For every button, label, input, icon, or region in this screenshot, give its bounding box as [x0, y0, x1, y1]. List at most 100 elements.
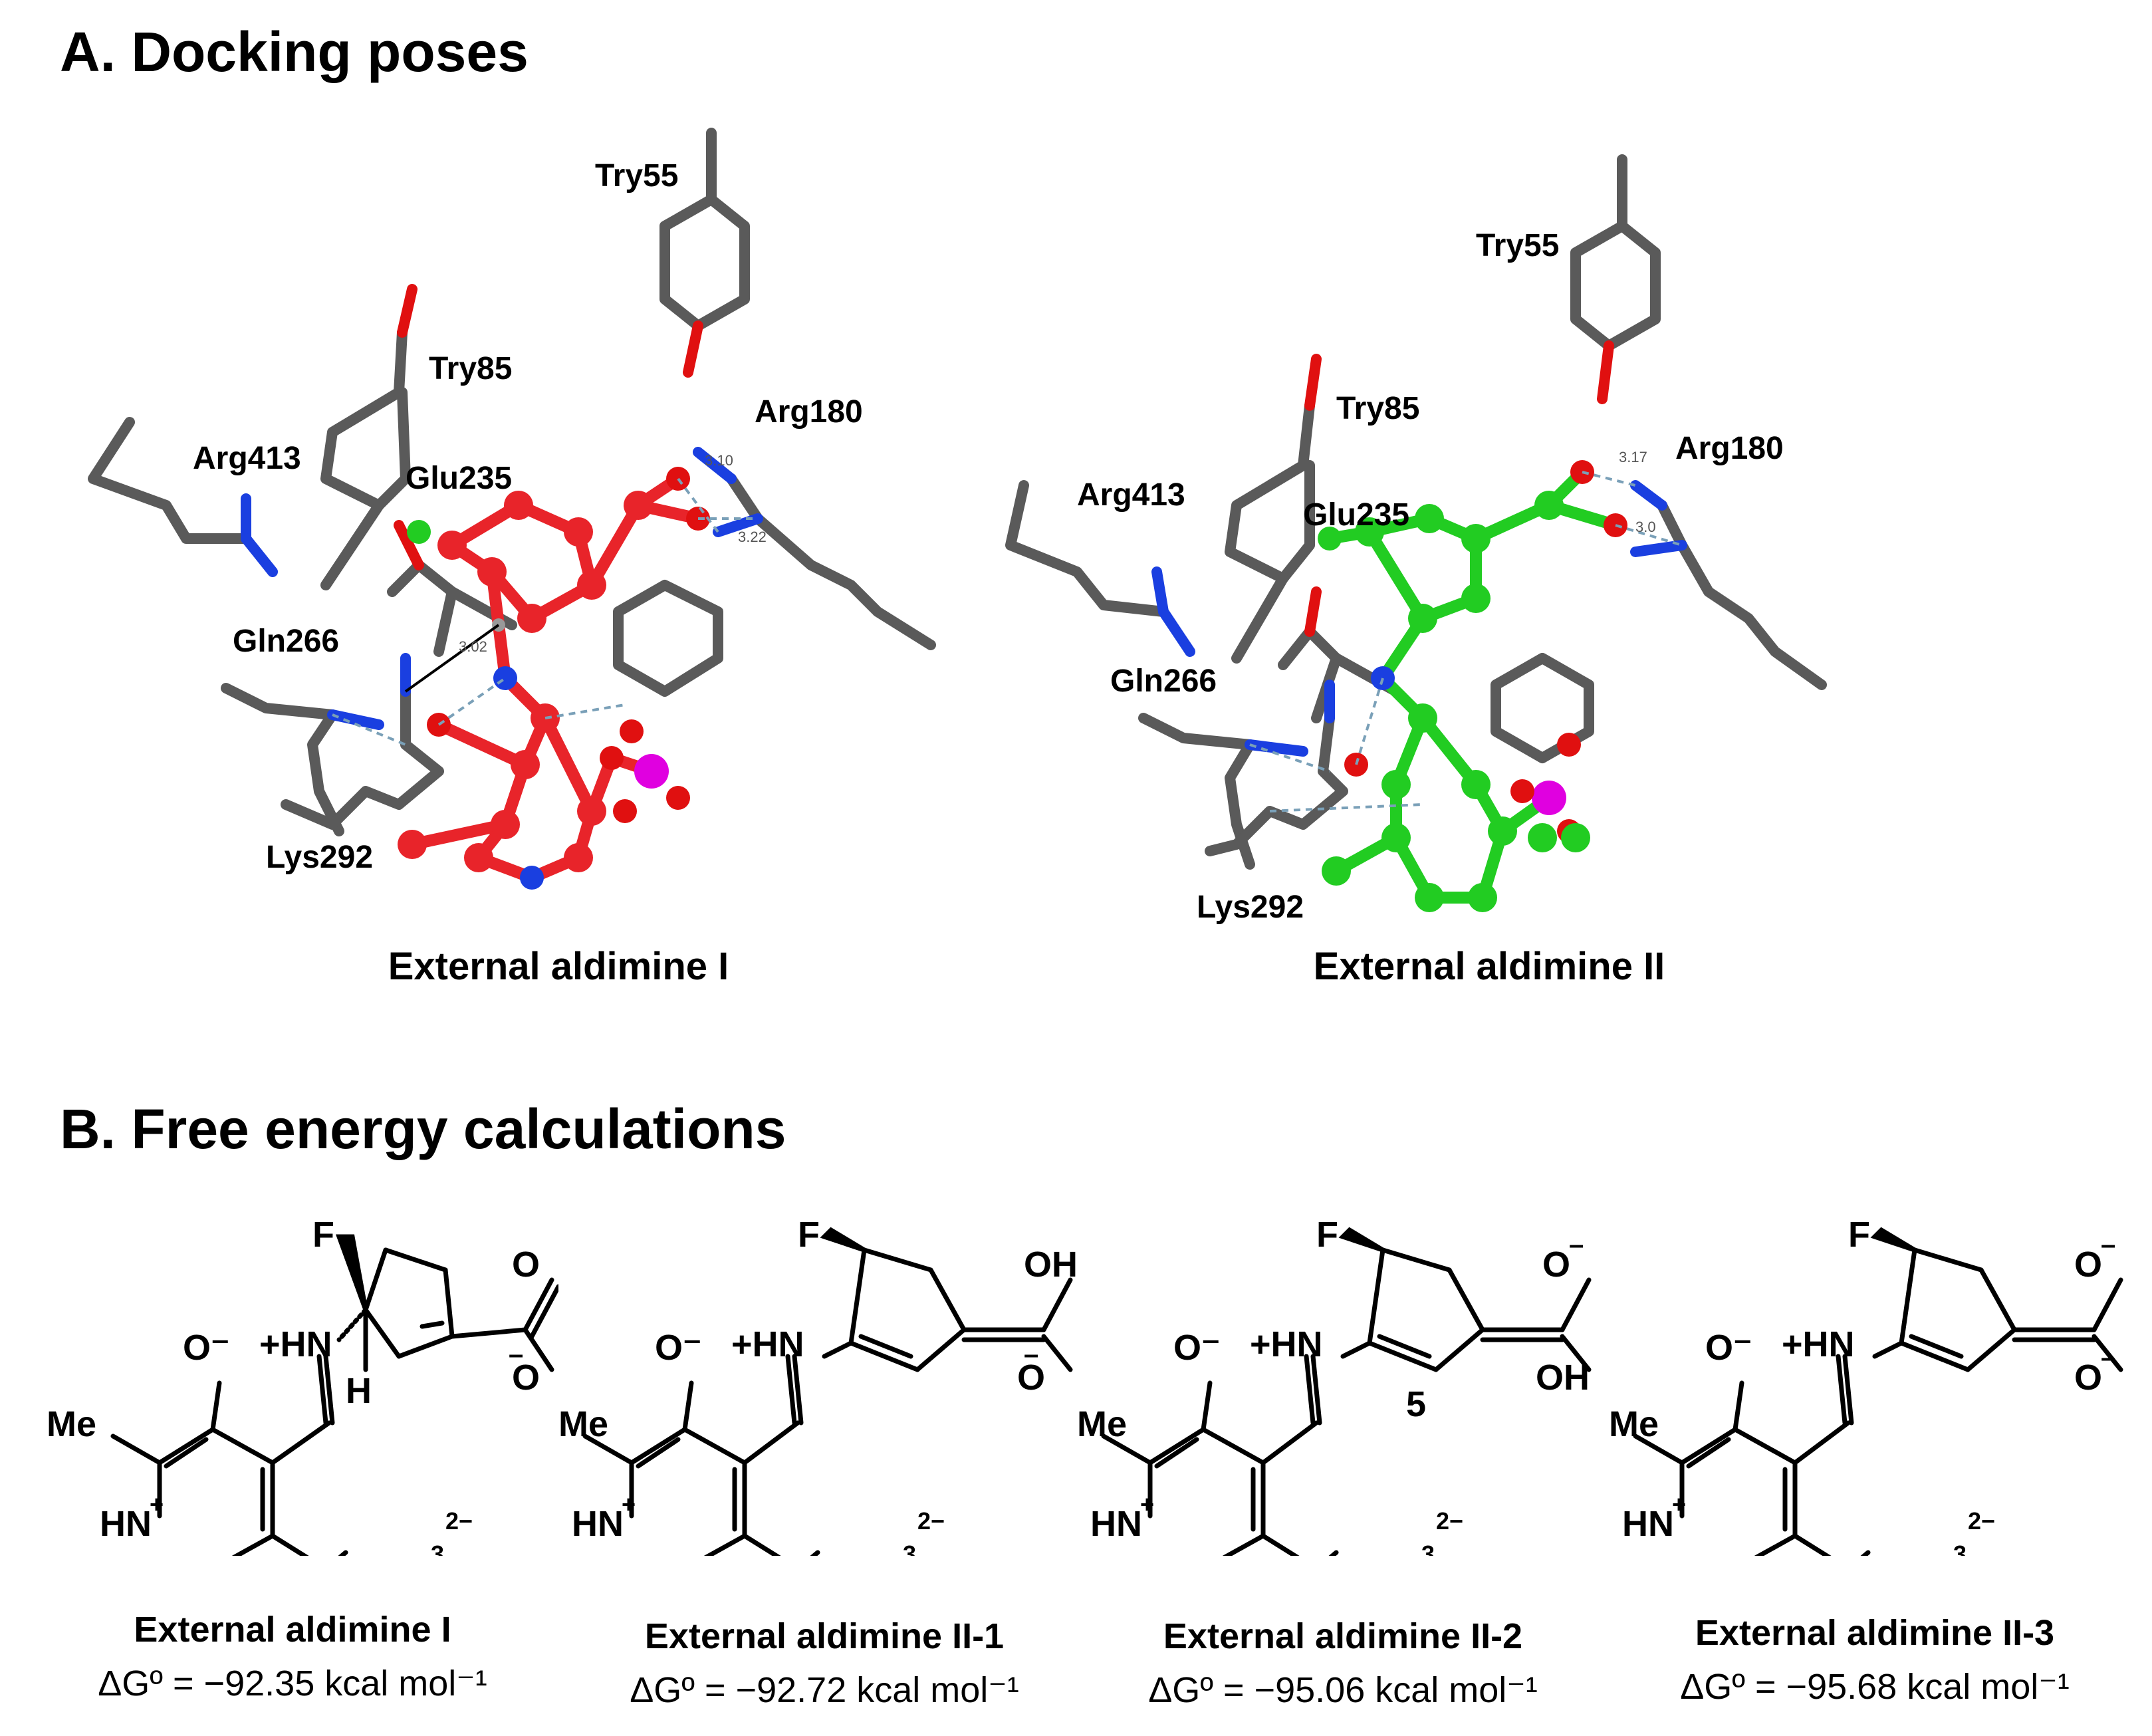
caption-right: External aldimine II — [1313, 945, 1665, 988]
atom-sub3: 3 — [1421, 1541, 1435, 1556]
structure-energy-3: ΔGº = −95.06 kcal mol⁻¹ — [1148, 1670, 1538, 1710]
docking-pose-right: Try55 Try85 Arg413 Glu235 Arg180 Gln266 … — [1005, 154, 1827, 925]
atom-hn-plus: +HN — [259, 1324, 332, 1364]
atom-hn-plus: +HN — [731, 1324, 804, 1364]
distance-label: 3.10 — [705, 452, 733, 469]
label-glu235: Glu235 — [1303, 497, 1409, 533]
distance-label: 3.17 — [1619, 449, 1647, 465]
lys292-chain — [281, 686, 444, 830]
atom-me: Me — [1077, 1404, 1127, 1444]
label-arg413: Arg413 — [193, 441, 301, 476]
atom-oh: OH — [1024, 1245, 1077, 1285]
atom-me: Me — [1609, 1404, 1659, 1444]
phenyl-ring — [613, 580, 723, 697]
atom-sub3: 3 — [431, 1541, 444, 1556]
label-arg180: Arg180 — [1675, 431, 1784, 466]
atom-minus: – — [1569, 1230, 1584, 1259]
atom-hn-plus: +HN — [1250, 1324, 1323, 1364]
atom-sub3: 3 — [1953, 1541, 1967, 1556]
atom-me: Me — [558, 1404, 608, 1444]
atom-sub3: 3 — [903, 1541, 916, 1556]
structure-name-3: External aldimine II-2 — [1163, 1616, 1523, 1656]
atom-sup2: 2− — [1968, 1507, 1995, 1535]
atom-sup2: 2− — [1436, 1507, 1463, 1535]
ligand-atoms-right — [1318, 460, 1627, 912]
structure-4: F O – O – +HN O⁻ Me HN + 3 2− — [1609, 1215, 2123, 1556]
gln266-chain — [1138, 713, 1255, 870]
atom-sup2: 2− — [917, 1507, 945, 1535]
atom-plus: + — [622, 1491, 636, 1518]
structure-name-4: External aldimine II-3 — [1695, 1613, 2055, 1653]
atom-minus: – — [509, 1340, 523, 1369]
try85-ring — [1225, 400, 1315, 584]
panel-b-title: B. Free energy calculations — [60, 1098, 786, 1160]
distance-label: 3.0 — [1635, 519, 1656, 535]
ligand-atoms-left — [398, 467, 710, 890]
atom-o-minus: O⁻ — [1173, 1328, 1221, 1368]
structure-1: F O O – +HN H O⁻ Me HN + 3 2− — [47, 1215, 558, 1556]
docking-pose-left: Try55 Try85 Arg413 Glu235 Arg180 Gln266 … — [88, 128, 936, 890]
atom-minus: – — [2101, 1343, 2115, 1372]
atom-f: F — [312, 1215, 334, 1255]
atom-h: H — [346, 1371, 372, 1411]
atom-o-minus: O⁻ — [183, 1328, 230, 1368]
label-arg180: Arg180 — [755, 394, 863, 430]
structure-energy-1: ΔGº = −92.35 kcal mol⁻¹ — [98, 1664, 487, 1703]
atom-minus: – — [1024, 1340, 1038, 1369]
try55-ring — [659, 128, 750, 331]
label-try55: Try55 — [1476, 228, 1559, 263]
structure-name-1: External aldimine I — [134, 1610, 451, 1650]
atom-o-minus: O⁻ — [655, 1328, 702, 1368]
label-glu235: Glu235 — [406, 461, 512, 496]
atom-minus: – — [2101, 1230, 2115, 1259]
label-lys292: Lys292 — [1197, 890, 1304, 925]
atom-f: F — [1316, 1215, 1338, 1255]
glu235-chain — [387, 560, 457, 657]
atom-plus: + — [150, 1491, 164, 1518]
label-gln266: Gln266 — [233, 624, 339, 659]
atom-plus: + — [1140, 1491, 1154, 1518]
structure-3: F O – OH +HN 5 O⁻ Me HN + 3 2− — [1077, 1215, 1592, 1556]
arg413-chain — [1005, 480, 1169, 617]
label-try55: Try55 — [595, 158, 678, 193]
arg180-chain — [1657, 500, 1827, 690]
distance-label: 3.02 — [459, 638, 487, 655]
atom-hn: HN — [1622, 1504, 1674, 1544]
structure-energy-4: ΔGº = −95.68 kcal mol⁻¹ — [1680, 1667, 2070, 1707]
lys292-chain — [1205, 713, 1348, 856]
atom-sup2: 2− — [445, 1507, 473, 1535]
label-try85: Try85 — [429, 351, 512, 386]
atom-f: F — [1848, 1215, 1870, 1255]
try55-ring — [1570, 154, 1661, 351]
atom-me: Me — [47, 1404, 96, 1444]
label-arg413: Arg413 — [1077, 477, 1185, 513]
atom-o: O — [1542, 1245, 1570, 1285]
atom-label-5: 5 — [1406, 1384, 1426, 1424]
distance-label: 3.22 — [738, 529, 767, 545]
arg180-chain — [726, 473, 936, 650]
try85-ring — [320, 327, 411, 511]
atom-hn: HN — [1090, 1504, 1142, 1544]
structure-name-2: External aldimine II-1 — [644, 1616, 1005, 1656]
atom-o: O — [2074, 1358, 2102, 1398]
atom-o: O — [2074, 1245, 2102, 1285]
caption-left: External aldimine I — [388, 945, 729, 988]
atom-oh: OH — [1536, 1358, 1590, 1398]
atom-o-minus: O⁻ — [1705, 1328, 1752, 1368]
structure-energy-2: ΔGº = −92.72 kcal mol⁻¹ — [630, 1670, 1019, 1710]
atom-o: O — [512, 1358, 540, 1398]
atom-plus: + — [1672, 1491, 1686, 1518]
label-try85: Try85 — [1336, 391, 1419, 426]
structure-2: F OH O – +HN O⁻ Me HN + 3 2− — [558, 1215, 1077, 1556]
arg413-chain — [88, 417, 251, 544]
atom-hn: HN — [100, 1504, 152, 1544]
label-lys292: Lys292 — [266, 840, 373, 875]
atom-hn: HN — [572, 1504, 624, 1544]
gln266-chain — [221, 683, 344, 836]
atom-o: O — [1017, 1358, 1045, 1398]
phenyl-ring — [1491, 653, 1594, 763]
label-gln266: Gln266 — [1110, 664, 1217, 699]
atom-hn-plus: +HN — [1782, 1324, 1855, 1364]
panel-a-title: A. Docking poses — [60, 21, 529, 83]
atom-o: O — [512, 1245, 540, 1285]
